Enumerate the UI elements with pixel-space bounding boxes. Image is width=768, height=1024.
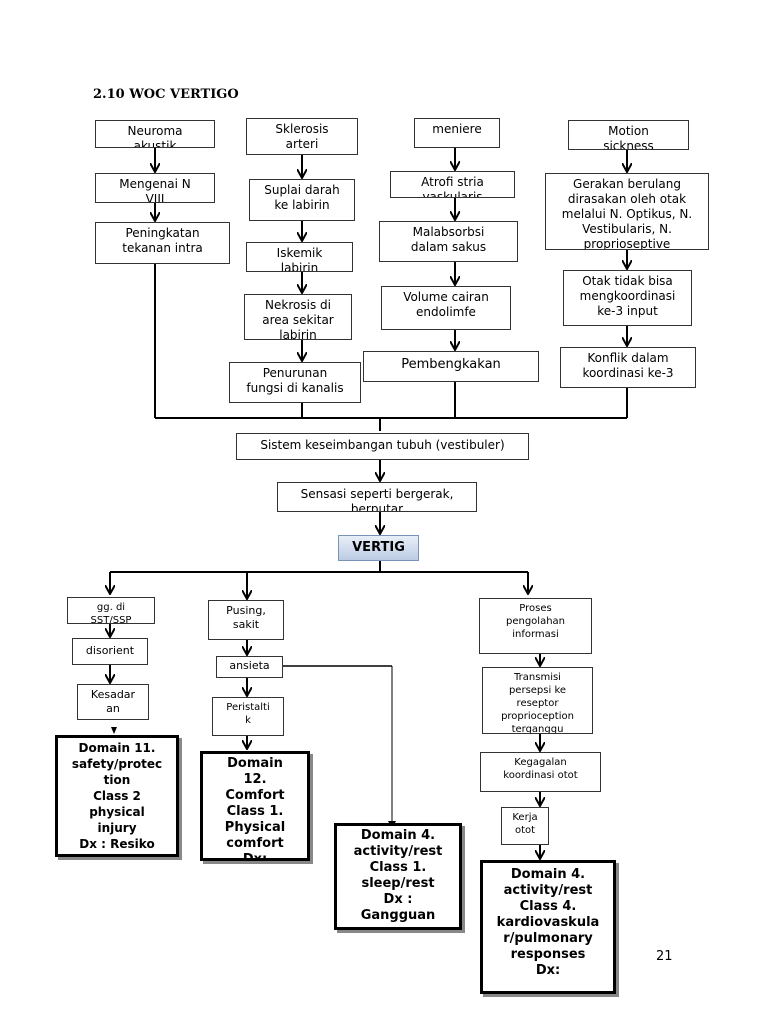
node-proses-pengolahan: Proses pengolahan informasi [479, 598, 592, 654]
node-pembengkakan: Pembengkakan [363, 351, 539, 382]
node-sensasi-bergerak: Sensasi seperti bergerak, berputar [277, 482, 477, 512]
domain-11-safety-protection: Domain 11. safety/protec tion Class 2 ph… [55, 735, 179, 857]
node-pusing-sakit: Pusing, sakit [208, 600, 284, 640]
node-sistem-keseimbangan: Sistem keseimbangan tubuh (vestibuler) [236, 433, 529, 460]
node-penurunan-fungsi: Penurunan fungsi di kanalis [229, 362, 361, 403]
node-kerja-otot: Kerja otot [501, 807, 549, 845]
node-peningkatan-tekanan: Peningkatan tekanan intra [95, 222, 230, 264]
node-disorient: disorient [72, 638, 148, 665]
page-number: 21 [656, 949, 673, 964]
page-title: 2.10 WOC VERTIGO [93, 87, 239, 102]
node-atrofi-stria: Atrofi stria vaskularis [390, 171, 515, 198]
node-mengenai-n: Mengenai N VIII [95, 173, 215, 203]
domain-12-comfort: Domain 12. Comfort Class 1. Physical com… [200, 751, 310, 861]
node-gg-sst-ssp: gg. di SST/SSP [67, 597, 155, 624]
node-nekrosis: Nekrosis di area sekitar labirin [244, 294, 352, 340]
node-motion-sickness: Motion sickness [568, 120, 689, 150]
node-gerakan-berulang: Gerakan berulang dirasakan oleh otak mel… [545, 173, 709, 250]
node-konflik-koordinasi: Konflik dalam koordinasi ke-3 [560, 347, 696, 388]
node-transmisi-persepsi: Transmisi persepsi ke reseptor proprioce… [482, 667, 593, 734]
domain-4-sleep-rest: Domain 4. activity/rest Class 1. sleep/r… [334, 823, 462, 930]
node-ansieta: ansieta [216, 656, 283, 678]
node-neuroma-akustik: Neuroma akustik [95, 120, 215, 148]
node-peristaltik: Peristalti k [212, 697, 284, 736]
node-iskemik-labirin: Iskemik labirin [246, 242, 353, 272]
node-kesadaran: Kesadar an [77, 684, 149, 720]
node-malabsorbsi: Malabsorbsi dalam sakus [379, 221, 518, 262]
node-volume-cairan: Volume cairan endolimfe [381, 286, 511, 330]
domain-4-kardiovaskular: Domain 4. activity/rest Class 4. kardiov… [480, 860, 616, 994]
node-meniere: meniere [414, 118, 500, 148]
node-kegagalan-koordinasi: Kegagalan koordinasi otot [480, 752, 601, 792]
node-otak-tidak-bisa: Otak tidak bisa mengkoordinasi ke-3 inpu… [563, 270, 692, 326]
node-suplai-darah: Suplai darah ke labirin [249, 179, 355, 221]
node-vertig: VERTIG [338, 535, 419, 561]
node-sklerosis-arteri: Sklerosis arteri [246, 118, 358, 155]
